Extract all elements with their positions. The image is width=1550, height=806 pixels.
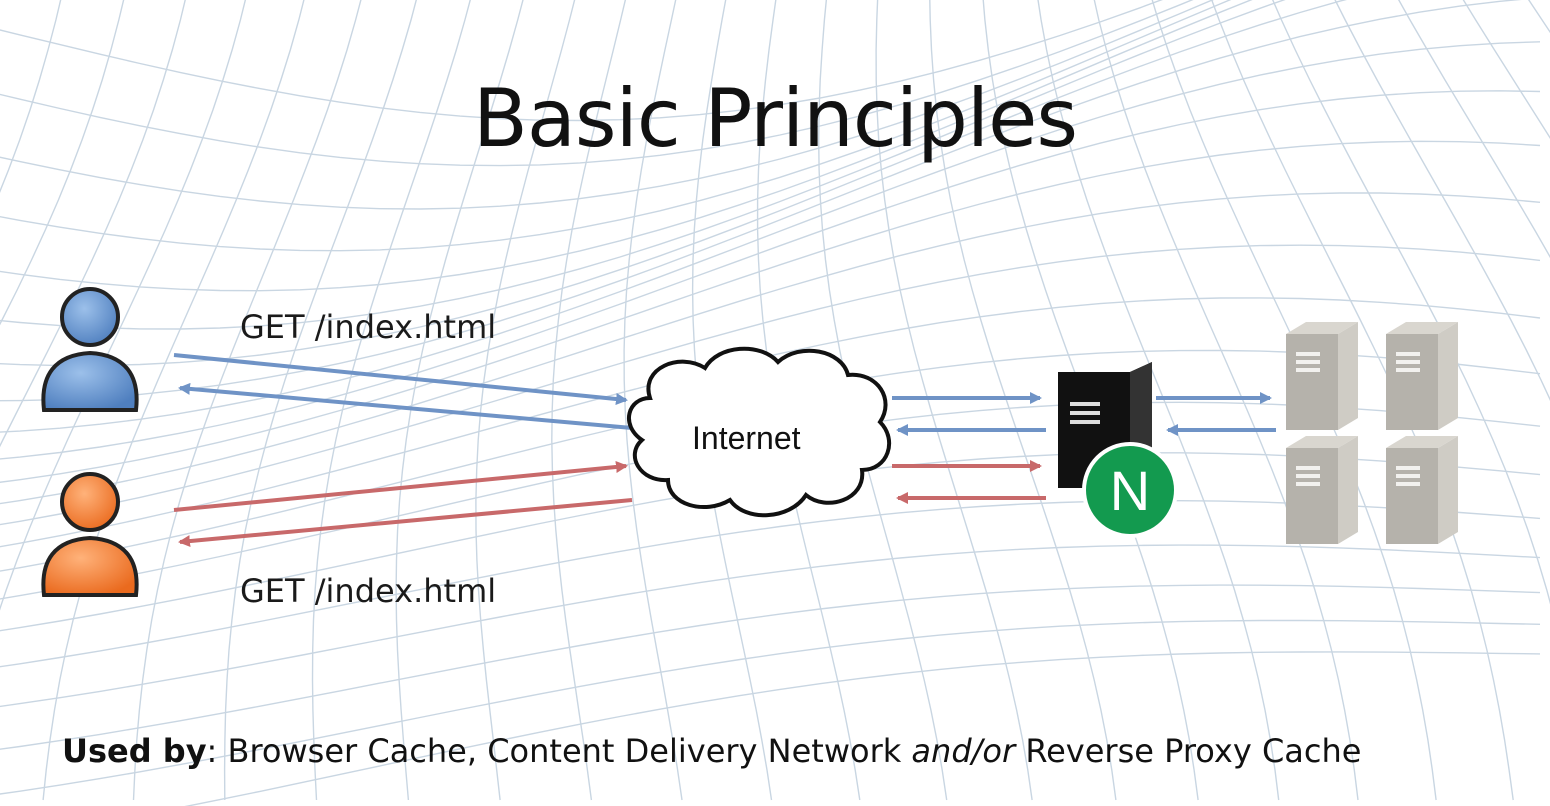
backend-server-1 <box>1286 322 1358 430</box>
request-label-top: GET /index.html <box>240 308 497 346</box>
slide-title: Basic Principles <box>473 72 1078 165</box>
arrow-red-request <box>173 460 628 512</box>
backend-server-3 <box>1286 436 1358 544</box>
request-label-bottom: GET /index.html <box>240 572 497 610</box>
user-blue-icon <box>41 287 139 412</box>
nginx-logo-badge <box>1082 442 1178 538</box>
backend-server-4 <box>1386 436 1458 544</box>
cloud-icon <box>627 346 891 518</box>
internet-label: Internet <box>692 420 801 456</box>
footer-bold: Used by <box>62 732 207 770</box>
footer-italic: and/or <box>911 732 1016 770</box>
backend-server-icon <box>1286 322 1458 544</box>
arrow-blue-request <box>173 353 628 405</box>
nginx-letter: N <box>1110 459 1150 522</box>
arrow-blue-response <box>178 382 633 430</box>
footer-text: Used by: Browser Cache, Content Delivery… <box>62 732 1361 770</box>
backend-server-2 <box>1386 322 1458 430</box>
footer-part2: Reverse Proxy Cache <box>1015 732 1362 770</box>
user-orange-icon <box>41 472 139 597</box>
nginx-server-icon: N <box>1058 362 1178 538</box>
footer-part1: : Browser Cache, Content Delivery Networ… <box>206 732 912 770</box>
arrow-red-response <box>178 498 633 548</box>
